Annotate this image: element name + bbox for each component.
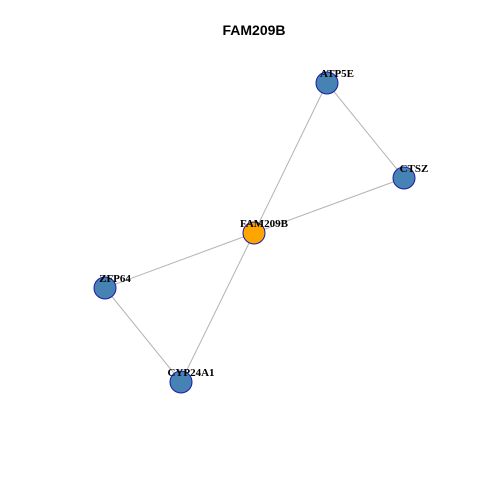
node-circle-atp5e	[315, 71, 339, 95]
edge-fam209b-zfp64	[104, 232, 255, 289]
node-ctsz: CTSZ	[392, 163, 429, 190]
edge-atp5e-ctsz	[326, 82, 405, 179]
node-circle-cyp24a1	[169, 370, 193, 394]
edge-fam209b-ctsz	[253, 177, 405, 234]
node-circle-fam209b	[242, 221, 266, 245]
node-fam209b: FAM209B	[240, 218, 289, 245]
node-zfp64: ZFP64	[93, 273, 131, 300]
node-label-zfp64: ZFP64	[99, 273, 131, 285]
node-atp5e: ATP5E	[315, 68, 354, 95]
node-label-atp5e: ATP5E	[320, 68, 354, 80]
edge-fam209b-cyp24a1	[180, 232, 255, 383]
node-label-ctsz: CTSZ	[400, 163, 429, 175]
edge-zfp64-cyp24a1	[104, 287, 182, 383]
node-circle-zfp64	[93, 276, 117, 300]
edge-layer	[104, 82, 405, 383]
edge-fam209b-atp5e	[253, 82, 328, 234]
node-circle-ctsz	[392, 166, 416, 190]
graph-title: FAM209B	[222, 22, 285, 38]
node-label-fam209b: FAM209B	[240, 218, 289, 230]
node-label-cyp24a1: CYP24A1	[167, 367, 214, 379]
node-cyp24a1: CYP24A1	[167, 367, 215, 394]
